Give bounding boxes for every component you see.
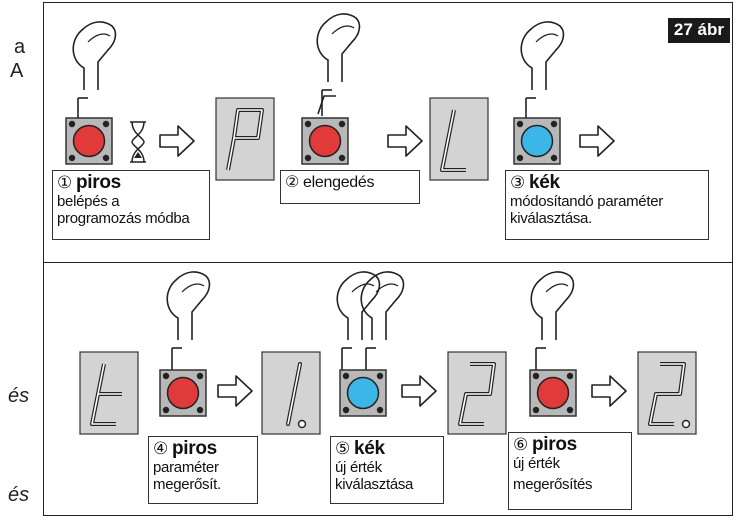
display-L	[429, 97, 489, 181]
push-button-red	[65, 117, 113, 165]
step-text: kiválasztása.	[510, 210, 592, 227]
push-button-red	[301, 117, 349, 165]
finger-press-icon	[166, 271, 211, 375]
step-title: piros	[171, 438, 217, 459]
step-text: belépés a	[57, 193, 120, 210]
arrow-right-icon	[401, 375, 437, 407]
step-title: piros	[75, 172, 121, 193]
step-text: új érték	[513, 455, 560, 472]
edge-text-A: A	[10, 60, 24, 82]
step-number: ⑥	[513, 435, 528, 454]
finger-release-icon	[316, 13, 361, 117]
step-text: paraméter	[153, 459, 219, 476]
edge-text-a: a	[14, 36, 26, 58]
figure-label: 27 ábr	[667, 18, 730, 43]
display-2-dot	[637, 351, 697, 435]
step-title: kék	[353, 438, 385, 459]
step-number: ④	[153, 439, 168, 458]
finger-double-press-icon	[336, 271, 405, 375]
step-text: módosítandó paraméter	[510, 193, 663, 210]
arrow-right-icon	[217, 375, 253, 407]
step-number: ⑤	[335, 439, 350, 458]
step-number: ③	[510, 173, 525, 192]
arrow-right-icon	[579, 125, 615, 157]
step-title: kék	[528, 172, 560, 193]
finger-press-icon	[520, 21, 565, 125]
display-P	[215, 97, 275, 181]
display-t	[79, 351, 139, 435]
arrow-right-icon	[387, 125, 423, 157]
step-number: ②	[285, 174, 300, 191]
hourglass-icon	[130, 121, 146, 163]
step-text: kiválasztása	[335, 476, 414, 493]
arrow-right-icon	[591, 375, 627, 407]
step-text: megerősítés	[513, 476, 593, 493]
finger-press-icon	[530, 271, 575, 375]
push-button-blue	[513, 117, 561, 165]
display-1-dot	[261, 351, 321, 435]
edge-text-es-2: és	[8, 484, 30, 506]
figure-divider	[43, 262, 733, 263]
figure-frame	[43, 2, 733, 516]
step-text: programozás módba	[57, 210, 190, 227]
step-text: elengedés	[303, 174, 375, 191]
step-text: megerősít.	[153, 476, 221, 493]
step-text: új érték	[335, 459, 382, 476]
push-button-red	[159, 369, 207, 417]
edge-text-es-1: és	[8, 385, 30, 407]
step-number: ①	[57, 173, 72, 192]
push-button-blue	[339, 369, 387, 417]
arrow-right-icon	[159, 125, 195, 157]
display-2	[447, 351, 507, 435]
finger-press-icon	[72, 21, 117, 125]
step-title: piros	[531, 434, 577, 455]
push-button-red	[529, 369, 577, 417]
